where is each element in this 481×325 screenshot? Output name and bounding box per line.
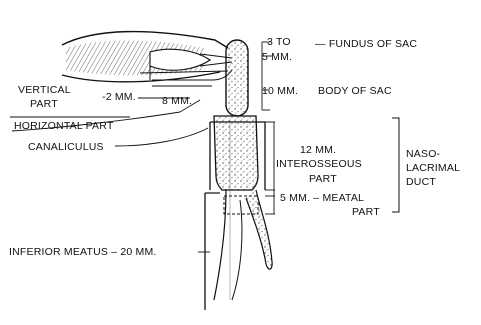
- label-lacrimal: LACRIMAL: [406, 162, 460, 174]
- label-two-mm: -2 MM.: [102, 91, 136, 103]
- label-twelve-mm: 12 MM.: [300, 144, 336, 156]
- label-interosseous: INTEROSSEOUS: [276, 158, 362, 170]
- label-canaliculus: CANALICULUS: [28, 141, 104, 153]
- label-inferior-meatus: INFERIOR MEATUS – 20 MM.: [9, 246, 157, 258]
- label-horizontal-part: HORIZONTAL PART: [14, 120, 114, 132]
- label-duct: DUCT: [406, 176, 436, 188]
- label-vertical: VERTICAL: [18, 84, 71, 96]
- label-body-of-sac: BODY OF SAC: [318, 85, 392, 97]
- label-vertical-part: PART: [30, 98, 58, 110]
- label-ten-mm: 10 MM.: [262, 85, 298, 97]
- label-three-to: 3 TO: [267, 36, 291, 48]
- label-five-mm: 5 MM.: [262, 51, 292, 63]
- label-meatal-part: PART: [352, 206, 380, 218]
- label-meatal-mm: 5 MM. – MEATAL: [280, 192, 364, 204]
- lacrimal-sac: [226, 40, 262, 116]
- label-eight-mm: 8 MM.: [162, 95, 192, 107]
- label-naso: NASO-: [406, 148, 441, 160]
- eyelid-illustration: [62, 32, 232, 82]
- label-interosseous-part: PART: [309, 173, 337, 185]
- label-fundus-of-sac: — FUNDUS OF SAC: [315, 38, 417, 50]
- inferior-turbinate: [205, 193, 242, 300]
- nasolacrimal-duct: [214, 116, 272, 300]
